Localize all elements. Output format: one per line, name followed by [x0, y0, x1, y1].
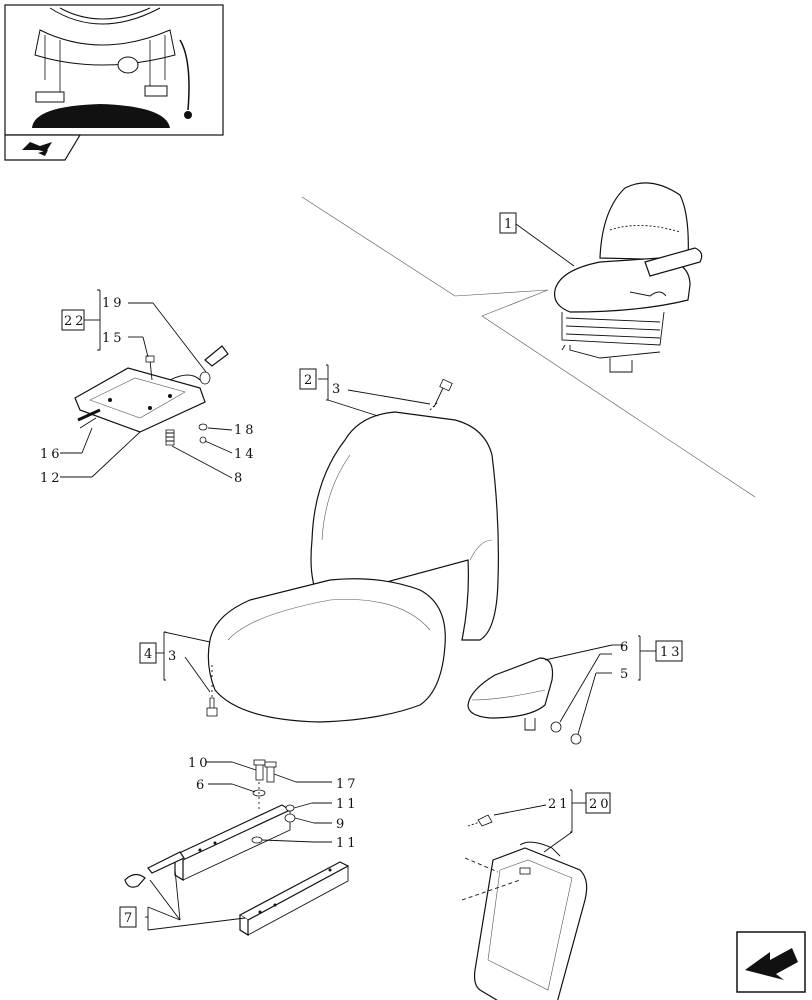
assembly-leader-lines	[301, 196, 756, 498]
callout-17: 17	[336, 777, 359, 792]
return-arrow-icon[interactable]	[4, 134, 82, 161]
seat-cushion	[207, 578, 446, 723]
callout-19: 19	[102, 296, 125, 311]
backrest-panel	[461, 814, 588, 1000]
callout-5: 5	[620, 667, 631, 682]
callout-box-4	[139, 642, 157, 664]
callout-box-20	[585, 792, 611, 814]
next-page-arrow-icon[interactable]	[736, 931, 806, 993]
rail-fasteners	[251, 759, 296, 844]
callout-4: 4	[144, 647, 155, 662]
seat-control-unit	[74, 345, 229, 446]
callout-13: 13	[660, 645, 683, 660]
callout-12: 12	[40, 471, 63, 486]
callout-9: 9	[336, 817, 347, 832]
callout-box-7	[119, 906, 137, 928]
callout-7: 7	[124, 911, 135, 926]
callout-2: 2	[304, 373, 315, 388]
callout-21: 21	[548, 797, 571, 812]
callout-8: 8	[234, 471, 245, 486]
seat-slide-rails	[124, 804, 350, 937]
callout-11-upper: 11	[336, 797, 359, 812]
bolt-upper	[429, 378, 453, 411]
callout-labels: 1 22 19 15 18 14 8 16 12 2 3 4 3 13 6 5 …	[40, 212, 683, 928]
callout-15: 15	[102, 331, 125, 346]
bolt-lower	[206, 665, 218, 717]
callout-box-13	[655, 640, 683, 662]
callout-22: 22	[64, 314, 87, 329]
callout-box-22	[61, 309, 85, 331]
callout-16: 16	[40, 447, 63, 462]
callout-6-armrest: 6	[620, 640, 631, 655]
callout-20: 20	[589, 797, 612, 812]
location-thumbnail	[4, 4, 224, 136]
callout-3-lower: 3	[168, 649, 179, 664]
callout-1: 1	[504, 217, 515, 232]
callout-box-1	[499, 212, 517, 234]
callout-6-rail: 6	[196, 778, 207, 793]
complete-seat-assembly	[553, 182, 703, 373]
callout-10: 10	[188, 756, 211, 771]
armrest	[467, 657, 582, 745]
callout-14: 14	[234, 447, 257, 462]
callout-leaders	[60, 223, 656, 931]
callout-11-lower: 11	[336, 836, 359, 851]
callout-3-upper: 3	[332, 382, 343, 397]
callout-box-2	[299, 368, 317, 390]
callout-18: 18	[234, 423, 257, 438]
